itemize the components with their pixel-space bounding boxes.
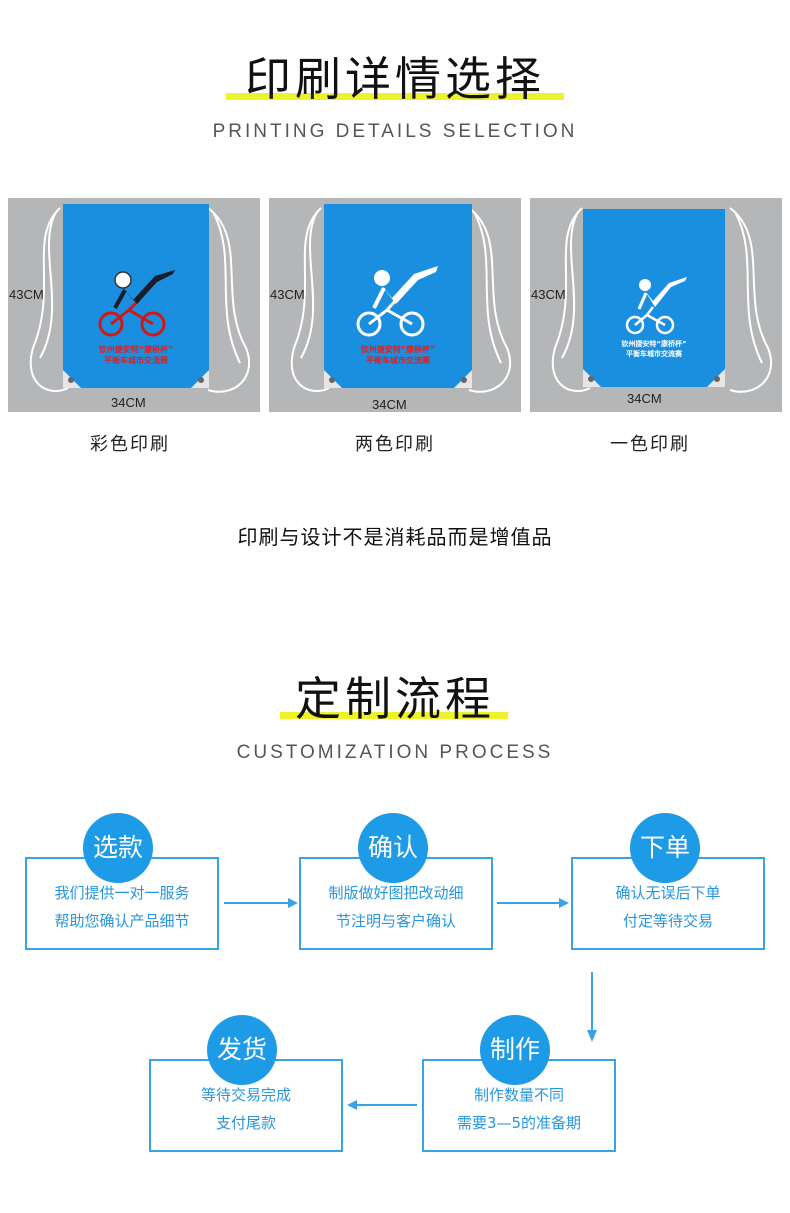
step-description: 等待交易完成 支付尾款 — [151, 1081, 341, 1137]
step-box-select: 我们提供一对一服务 帮助您确认产品细节 — [25, 857, 219, 950]
step-description: 我们提供一对一服务 帮助您确认产品细节 — [27, 879, 217, 935]
step-description: 确认无误后下单 付定等待交易 — [573, 879, 763, 935]
arrow-head-icon — [559, 898, 569, 908]
cyclist-logo-icon — [324, 266, 472, 388]
step-line2: 付定等待交易 — [622, 912, 713, 930]
step-badge-select: 选款 — [83, 813, 153, 883]
height-dimension-label: 43CM — [9, 287, 44, 302]
cyclist-logo-icon — [63, 270, 209, 388]
section2-title: 定制流程 — [295, 672, 495, 726]
cyclist-logo-icon — [583, 277, 725, 387]
width-dimension-label: 34CM — [372, 397, 407, 412]
step-badge-order: 下单 — [630, 813, 700, 883]
height-dimension-label: 43CM — [531, 287, 566, 302]
height-dimension-label: 43CM — [270, 287, 305, 302]
bag-slogan-line1: 钦州捷安特“康桥杯” — [360, 345, 436, 354]
section1-subtitle: PRINTING DETAILS SELECTION — [212, 121, 578, 142]
section1-title: 印刷详情选择 — [245, 52, 545, 106]
arrow-right-icon — [224, 902, 290, 904]
step-line2: 需要3—5的准备期 — [456, 1114, 582, 1132]
print-option-color: 钦州捷安特“康桥杯” 平衡车城市交流赛 43CM 34CM — [8, 198, 260, 412]
step-line2: 帮助您确认产品细节 — [54, 912, 190, 930]
print-option-two-color: 钦州捷安特“康桥杯” 平衡车城市交流赛 43CM 34CM — [269, 198, 521, 412]
step-description: 制版做好图把改动细 节注明与客户确认 — [301, 879, 491, 935]
drawstring-icon — [551, 207, 773, 393]
bag-body: 钦州捷安特“康桥杯” 平衡车城市交流赛 — [324, 204, 472, 388]
value-slogan: 印刷与设计不是消耗品而是增值品 — [237, 525, 553, 549]
arrow-right-icon — [497, 902, 561, 904]
step-line1: 制版做好图把改动细 — [328, 884, 464, 902]
step-line1: 确认无误后下单 — [615, 884, 721, 902]
step-line2: 支付尾款 — [215, 1114, 276, 1132]
title-highlight-bar — [280, 712, 508, 719]
step-badge-produce: 制作 — [480, 1015, 550, 1085]
bag-slogan: 钦州捷安特“康桥杯” 平衡车城市交流赛 — [63, 344, 209, 366]
bag-slogan-line2: 平衡车城市交流赛 — [366, 356, 430, 365]
step-badge-confirm: 确认 — [358, 813, 428, 883]
step-description: 制作数量不同 需要3—5的准备期 — [424, 1081, 614, 1137]
caption-one-color-print: 一色印刷 — [610, 434, 690, 455]
bag-slogan-line1: 钦州捷安特“康桥杯” — [98, 345, 174, 354]
step-badge-ship: 发货 — [207, 1015, 277, 1085]
caption-two-color-print: 两色印刷 — [355, 434, 435, 455]
bag-slogan-line2: 平衡车城市交流赛 — [626, 350, 682, 358]
step-line1: 等待交易完成 — [200, 1086, 291, 1104]
section1-header: 印刷详情选择 — [0, 56, 790, 102]
step-line1: 制作数量不同 — [473, 1086, 564, 1104]
width-dimension-label: 34CM — [111, 395, 146, 410]
title-highlight-bar — [226, 93, 564, 100]
bag-body: 钦州捷安特“康桥杯” 平衡车城市交流赛 — [583, 209, 725, 387]
arrow-left-icon — [355, 1104, 417, 1106]
step-line2: 节注明与客户确认 — [335, 912, 456, 930]
drawstring-icon — [29, 207, 251, 393]
print-option-one-color: 钦州捷安特“康桥杯” 平衡车城市交流赛 43CM 34CM — [530, 198, 782, 412]
bag-slogan: 钦州捷安特“康桥杯” 平衡车城市交流赛 — [324, 344, 472, 366]
step-line1: 我们提供一对一服务 — [54, 884, 190, 902]
width-dimension-label: 34CM — [627, 391, 662, 406]
arrow-head-icon — [587, 1030, 597, 1042]
arrow-head-icon — [288, 898, 298, 908]
arrow-down-icon — [591, 972, 593, 1032]
bag-slogan-line1: 钦州捷安特“康桥杯” — [621, 340, 687, 348]
section2-header: 定制流程 — [0, 676, 790, 722]
bag-body: 钦州捷安特“康桥杯” 平衡车城市交流赛 — [63, 204, 209, 388]
drawstring-icon — [290, 207, 512, 393]
bag-slogan-line2: 平衡车城市交流赛 — [104, 356, 168, 365]
caption-color-print: 彩色印刷 — [90, 434, 170, 455]
bag-slogan: 钦州捷安特“康桥杯” 平衡车城市交流赛 — [583, 339, 725, 359]
section2-subtitle: CUSTOMIZATION PROCESS — [236, 742, 554, 763]
arrow-head-icon — [347, 1100, 357, 1110]
